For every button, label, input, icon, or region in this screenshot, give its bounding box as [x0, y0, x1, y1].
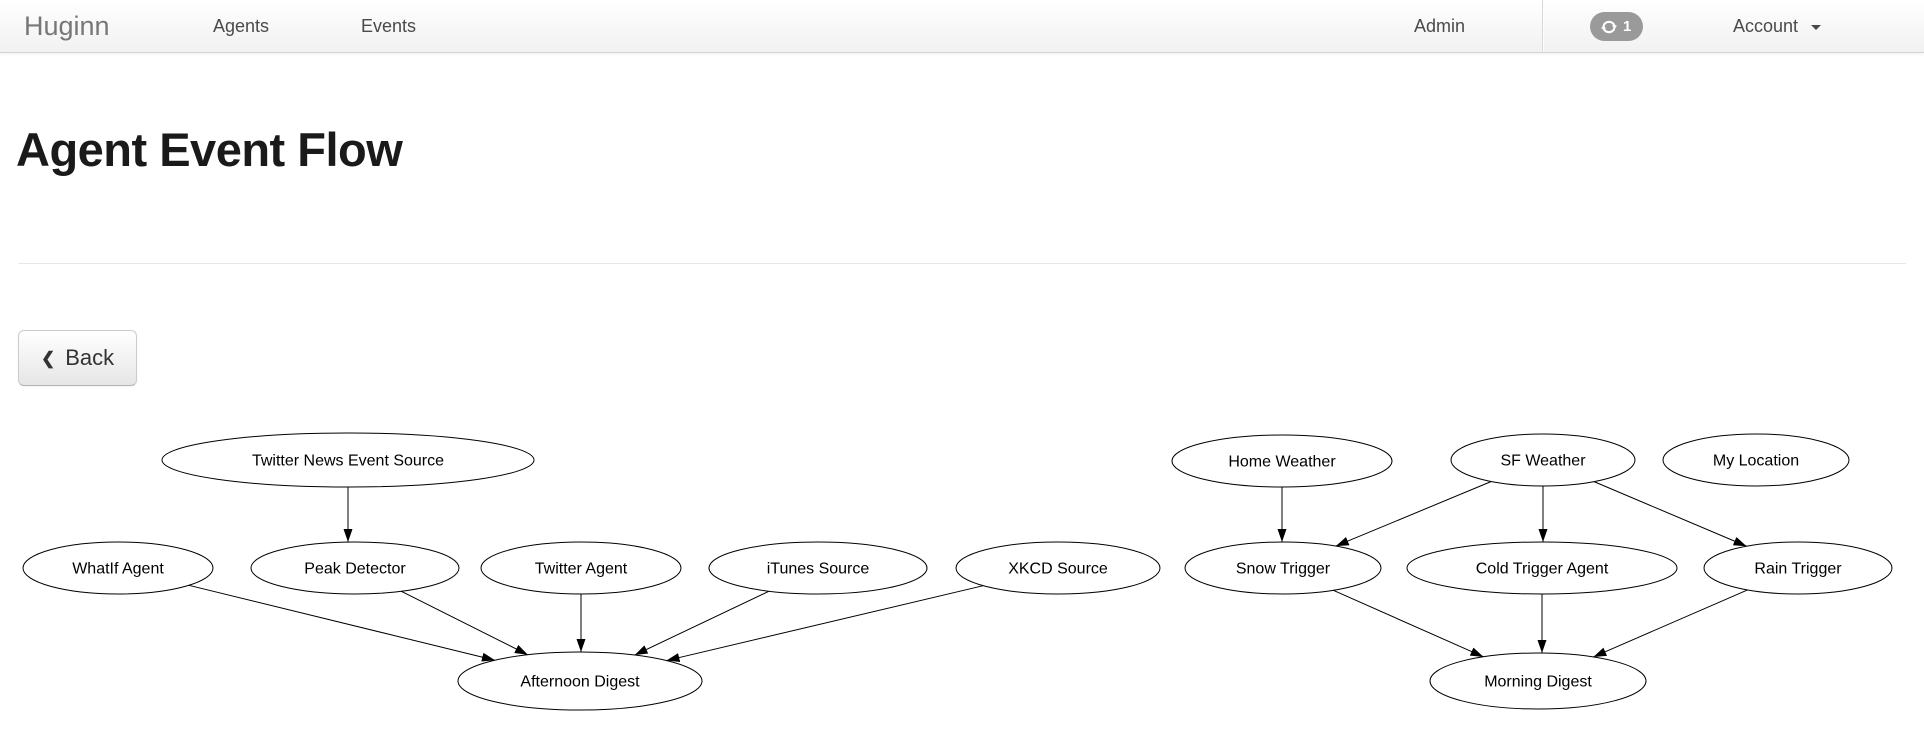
graph-node-label: Peak Detector — [304, 561, 406, 578]
graph-edge-sf_weather-rain — [1593, 481, 1747, 547]
graph-node-label: Twitter Agent — [535, 561, 628, 578]
graph-node-label: WhatIf Agent — [72, 561, 164, 578]
page-title: Agent Event Flow — [16, 123, 403, 176]
graph-node-home_weather: Home Weather — [1171, 434, 1393, 488]
chevron-left-icon: ❮ — [41, 348, 56, 368]
graph-node-label: Home Weather — [1228, 454, 1336, 471]
graph-node-twitter_news: Twitter News Event Source — [161, 432, 535, 488]
graph-node-label: iTunes Source — [767, 561, 870, 578]
nav-admin[interactable]: Admin — [1414, 16, 1466, 36]
brand-logo[interactable]: Huginn — [24, 11, 110, 41]
graph-edge-rain-morning — [1593, 589, 1748, 658]
graph-node-label: Cold Trigger Agent — [1476, 561, 1609, 578]
graph-edge-peak-afternoon — [401, 590, 529, 656]
navbar-divider — [1542, 0, 1544, 52]
graph-node-twitter_agent: Twitter Agent — [480, 541, 682, 595]
graph-node-my_location: My Location — [1662, 433, 1850, 487]
graph-node-label: Afternoon Digest — [520, 674, 640, 691]
graph-node-label: Snow Trigger — [1236, 561, 1331, 578]
graph-edge-whatif-afternoon — [188, 584, 496, 662]
back-button[interactable]: ❮ Back — [18, 330, 138, 386]
navbar: Huginn Agents Events Admin 1 Account — [0, 0, 1924, 53]
graph-node-whatif: WhatIf Agent — [22, 541, 214, 595]
graph-node-label: SF Weather — [1500, 453, 1586, 470]
account-label: Account — [1733, 16, 1799, 36]
graph-node-cold: Cold Trigger Agent — [1406, 541, 1678, 595]
horizontal-rule — [18, 263, 1906, 264]
graph-node-peak: Peak Detector — [250, 541, 460, 595]
nav-agents[interactable]: Agents — [213, 16, 270, 36]
graph-edge-xkcd-afternoon — [666, 585, 984, 662]
graph-node-label: XKCD Source — [1008, 561, 1108, 578]
jobs-count: 1 — [1623, 18, 1632, 35]
graph-node-sf_weather: SF Weather — [1450, 433, 1636, 487]
back-button-label: Back — [65, 345, 115, 370]
graph-edge-sf_weather-snow — [1335, 481, 1492, 547]
jobs-badge[interactable]: 1 — [1590, 12, 1644, 41]
graph-node-label: Rain Trigger — [1754, 561, 1842, 578]
graph-node-itunes: iTunes Source — [708, 541, 928, 595]
graph-node-rain: Rain Trigger — [1703, 541, 1893, 595]
graph-edge-snow-morning — [1333, 589, 1484, 658]
caret-down-icon — [1811, 24, 1822, 30]
graph-node-xkcd: XKCD Source — [955, 541, 1161, 595]
graph-node-label: Morning Digest — [1484, 674, 1592, 691]
nav-account[interactable]: Account — [1733, 0, 1822, 52]
graph-node-afternoon: Afternoon Digest — [457, 651, 703, 711]
graph-node-snow: Snow Trigger — [1184, 541, 1382, 595]
graph-node-label: My Location — [1713, 453, 1799, 470]
nav-events[interactable]: Events — [361, 16, 417, 36]
refresh-icon — [1601, 20, 1617, 33]
graph-node-morning: Morning Digest — [1429, 652, 1647, 710]
graph-edge-itunes-afternoon — [634, 590, 770, 656]
graph-node-label: Twitter News Event Source — [252, 453, 444, 470]
